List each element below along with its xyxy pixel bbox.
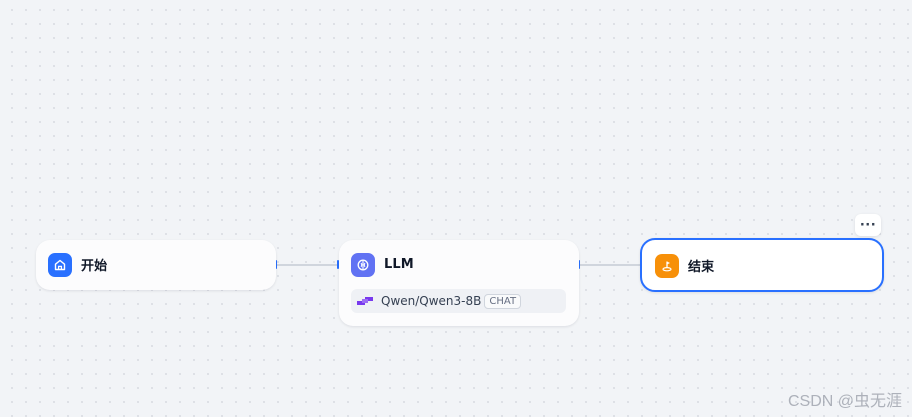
llm-output-handle[interactable] xyxy=(578,260,580,269)
start-node[interactable]: 开始 xyxy=(36,240,276,290)
model-type-badge: CHAT xyxy=(484,293,522,309)
node-more-options-button[interactable]: ··· xyxy=(855,214,881,236)
home-icon xyxy=(48,252,72,277)
llm-node[interactable]: LLM Qwen/Qwen3-8B CHAT xyxy=(339,240,579,326)
start-node-title: 开始 xyxy=(81,259,108,274)
more-dots-icon: ··· xyxy=(859,217,877,233)
llm-node-title: LLM xyxy=(384,257,414,272)
edge-llm-to-end[interactable] xyxy=(580,264,640,266)
start-output-handle[interactable] xyxy=(275,260,277,269)
end-node-header: 结束 xyxy=(655,253,714,278)
start-node-header: 开始 xyxy=(48,252,107,277)
watermark: CSDN @虫无涯 xyxy=(787,393,902,410)
llm-brain-icon xyxy=(351,252,375,277)
edge-start-to-llm[interactable] xyxy=(277,264,339,266)
end-flag-icon xyxy=(655,253,679,278)
model-name: Qwen/Qwen3-8B xyxy=(381,294,482,308)
llm-input-handle[interactable] xyxy=(337,260,339,269)
llm-node-header: LLM xyxy=(351,252,414,277)
qwen-logo-icon xyxy=(357,297,373,305)
end-node[interactable]: 结束 xyxy=(640,238,884,292)
end-node-title: 结束 xyxy=(688,260,715,275)
model-selector[interactable]: Qwen/Qwen3-8B CHAT xyxy=(351,289,566,313)
